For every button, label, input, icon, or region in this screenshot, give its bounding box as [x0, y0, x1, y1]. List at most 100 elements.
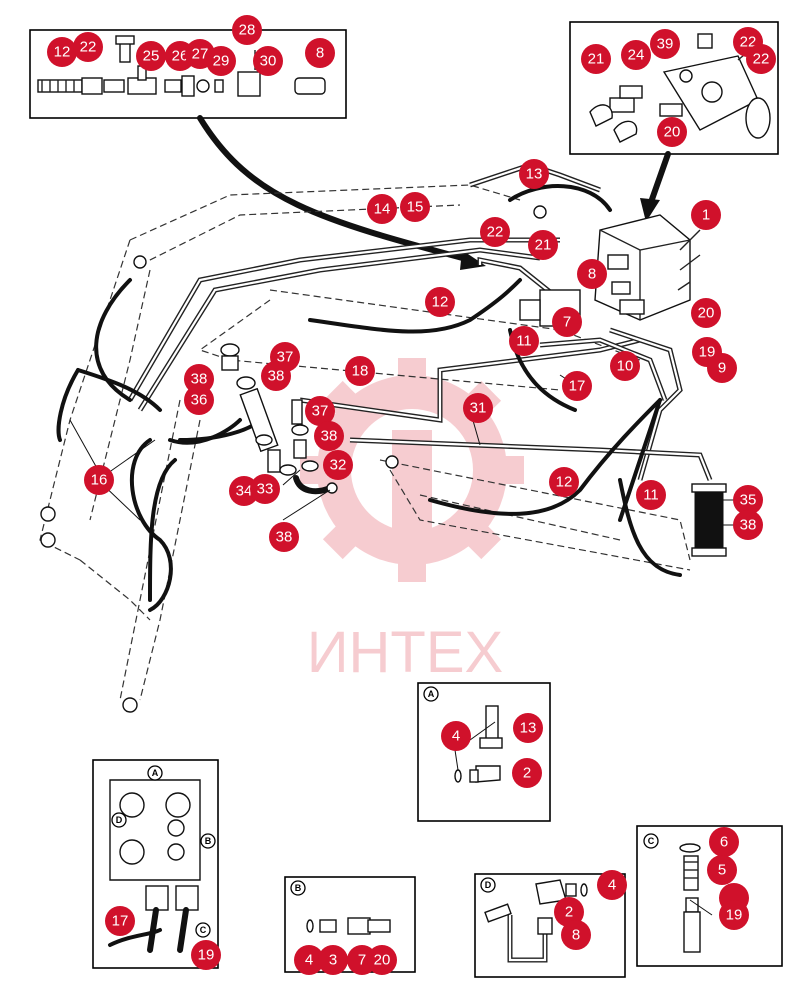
- svg-text:32: 32: [330, 457, 347, 474]
- svg-text:4: 4: [305, 952, 313, 969]
- callout-38-c: 38: [314, 421, 344, 451]
- watermark-text: ИНТЕХ: [307, 620, 503, 685]
- callout-36: 36: [184, 385, 214, 415]
- callout-24-tr: 24: [621, 40, 651, 70]
- svg-text:38: 38: [740, 517, 757, 534]
- svg-text:C: C: [648, 836, 655, 846]
- callout-17-pump: 17: [105, 906, 135, 936]
- inset-label-pump-d: D: [111, 812, 127, 828]
- callout-19-pump: 19: [191, 940, 221, 970]
- svg-text:7: 7: [563, 314, 571, 331]
- callout-22-tr-b: 22: [746, 44, 776, 74]
- callout-35: 35: [733, 485, 763, 515]
- callout-3-b: 3: [318, 945, 348, 975]
- callout-20-tr: 20: [657, 117, 687, 147]
- svg-text:22: 22: [740, 34, 757, 51]
- callout-31: 31: [463, 393, 493, 423]
- svg-text:36: 36: [191, 392, 208, 409]
- callout-33: 33: [250, 474, 280, 504]
- svg-text:17: 17: [112, 913, 129, 930]
- arrow-head-right: [640, 198, 660, 222]
- callout-11: 11: [509, 326, 539, 356]
- svg-text:4: 4: [452, 728, 460, 745]
- callout-15: 15: [400, 192, 430, 222]
- svg-text:19: 19: [726, 907, 743, 924]
- callout-12-b: 12: [549, 467, 579, 497]
- inset-pump: [92, 759, 219, 969]
- svg-text:12: 12: [432, 294, 449, 311]
- svg-text:26: 26: [172, 48, 189, 65]
- svg-text:9: 9: [718, 360, 726, 377]
- pointer-line: [197, 115, 473, 263]
- svg-text:31: 31: [470, 400, 487, 417]
- svg-text:38: 38: [321, 428, 338, 445]
- svg-text:27: 27: [192, 46, 209, 63]
- inset-label-c: C: [643, 833, 659, 849]
- callout-22: 22: [480, 217, 510, 247]
- inset-label-pump-b: B: [200, 833, 216, 849]
- pointer-line-right: [647, 151, 671, 208]
- svg-text:13: 13: [520, 720, 537, 737]
- svg-text:12: 12: [556, 474, 573, 491]
- svg-text:38: 38: [276, 529, 293, 546]
- svg-text:37: 37: [277, 349, 294, 366]
- inset-label-pump-c: C: [195, 922, 211, 938]
- svg-text:13: 13: [526, 166, 543, 183]
- inset-a: [417, 682, 551, 822]
- svg-text:17: 17: [569, 378, 586, 395]
- callout-38-b: 38: [261, 361, 291, 391]
- svg-text:3: 3: [329, 952, 337, 969]
- callout-5-c: 5: [707, 855, 737, 885]
- svg-text:B: B: [295, 883, 302, 893]
- svg-text:B: B: [205, 836, 212, 846]
- svg-text:11: 11: [643, 487, 659, 504]
- svg-text:30: 30: [260, 53, 277, 70]
- callout-2-a: 2: [512, 758, 542, 788]
- callout-4-d: 4: [597, 870, 627, 900]
- svg-text:A: A: [152, 768, 159, 778]
- svg-text:19: 19: [699, 344, 716, 361]
- svg-text:34: 34: [236, 483, 253, 500]
- svg-text:29: 29: [213, 53, 230, 70]
- svg-text:38: 38: [268, 368, 285, 385]
- callout-12-tl: 12: [47, 37, 77, 67]
- callout-37-b: 37: [305, 396, 335, 426]
- svg-text:21: 21: [588, 51, 605, 68]
- svg-text:38: 38: [191, 371, 208, 388]
- svg-text:22: 22: [753, 51, 770, 68]
- callout-11-b: 11: [636, 480, 666, 510]
- callout-38-e: 38: [733, 510, 763, 540]
- svg-text:28: 28: [239, 22, 256, 39]
- svg-text:22: 22: [487, 224, 504, 241]
- callout-14: 14: [367, 194, 397, 224]
- callout-8-d: 8: [561, 920, 591, 950]
- callout-21-tr: 21: [581, 44, 611, 74]
- svg-text:2: 2: [565, 904, 573, 921]
- callout-38-d: 38: [269, 522, 299, 552]
- control-valve: [519, 214, 701, 327]
- callout-2-d: 2: [554, 897, 584, 927]
- svg-text:20: 20: [698, 305, 715, 322]
- svg-text:10: 10: [617, 358, 634, 375]
- svg-text:11: 11: [516, 333, 532, 350]
- svg-text:18: 18: [352, 363, 369, 380]
- svg-text:8: 8: [316, 45, 324, 62]
- callout-8: 8: [577, 259, 607, 289]
- callout-4-a: 4: [441, 721, 471, 751]
- svg-text:20: 20: [664, 124, 681, 141]
- callout-16: 16: [84, 465, 114, 495]
- svg-text:14: 14: [374, 201, 391, 218]
- inset-label-pump-a: A: [147, 765, 163, 781]
- callout-21: 21: [528, 230, 558, 260]
- callout-29-tl: 29: [206, 46, 236, 76]
- svg-text:33: 33: [257, 481, 274, 498]
- callout-6-c: 6: [709, 827, 739, 857]
- svg-text:4: 4: [608, 877, 616, 894]
- callout-7: 7: [552, 307, 582, 337]
- callout-20-b: 20: [367, 945, 397, 975]
- svg-text:5: 5: [718, 862, 726, 879]
- svg-text:15: 15: [407, 199, 424, 216]
- svg-text:39: 39: [657, 36, 674, 53]
